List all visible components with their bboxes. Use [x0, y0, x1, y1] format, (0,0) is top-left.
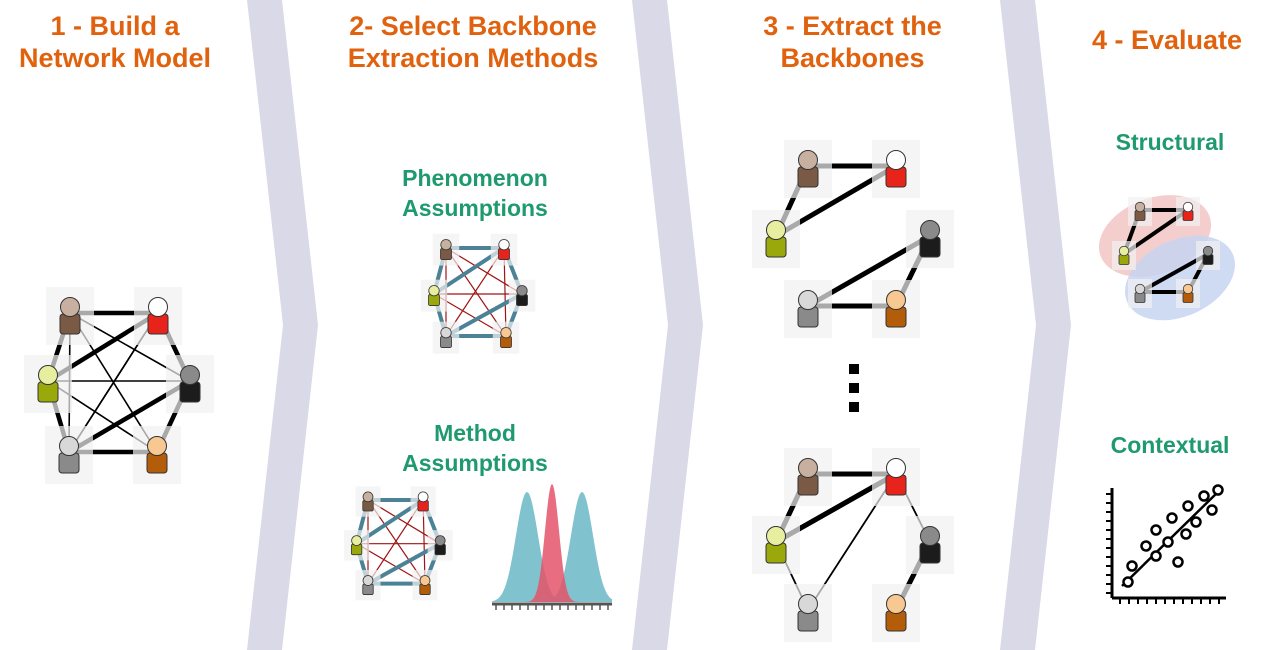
- gray-person-icon: [784, 280, 832, 338]
- brown-person-icon: [1128, 197, 1152, 226]
- scatter-point: [1122, 576, 1134, 588]
- scatter-point: [1172, 556, 1184, 568]
- scatter-point: [1182, 500, 1194, 512]
- scatter-point: [1206, 504, 1218, 516]
- step-1-title: 1 - Build a Network Model: [18, 11, 212, 73]
- olive-person-icon: [420, 279, 448, 312]
- red-person-icon: [1176, 197, 1200, 226]
- backbone-1-edge: [773, 163, 899, 239]
- method-assumptions-label: Method Assumptions: [402, 420, 548, 476]
- step-2-title: 2- Select Backbone Extraction Methods: [347, 11, 599, 73]
- scatter-point: [1212, 484, 1224, 496]
- gray-person-icon: [784, 584, 832, 642]
- scatter-point: [1126, 560, 1138, 572]
- ellipsis-dot: [849, 383, 859, 393]
- red-person-icon: [872, 140, 920, 198]
- scatter-point: [1140, 540, 1152, 552]
- step-arrow-3: [1000, 0, 1071, 650]
- red-person-icon: [410, 486, 436, 517]
- scatter-point: [1180, 528, 1192, 540]
- step-arrow-2: [632, 0, 703, 650]
- extra-glyphs: [492, 364, 1226, 610]
- orange-person-icon: [872, 584, 920, 642]
- olive-person-icon: [24, 355, 72, 413]
- step-arrow-1: [247, 0, 318, 650]
- black-person-icon: [1196, 241, 1220, 270]
- black-person-icon: [166, 355, 214, 413]
- brown-person-icon: [784, 140, 832, 198]
- structural-label: Structural: [1115, 129, 1225, 155]
- distribution-teal-left: [492, 492, 612, 602]
- scatter-point: [1190, 516, 1202, 528]
- gray-person-icon: [432, 321, 460, 354]
- scatter-point: [1150, 550, 1162, 562]
- network-nodes: [24, 140, 1220, 642]
- brown-person-icon: [355, 486, 381, 517]
- red-person-icon: [872, 448, 920, 506]
- community-groups: [1098, 195, 1235, 321]
- orange-person-icon: [1176, 279, 1200, 308]
- step-arrows: [247, 0, 1071, 650]
- step-4-title: 4 - Evaluate: [1091, 25, 1243, 55]
- gray-person-icon: [1128, 279, 1152, 308]
- brown-person-icon: [46, 287, 94, 345]
- black-person-icon: [906, 210, 954, 268]
- black-person-icon: [508, 279, 536, 312]
- olive-person-icon: [344, 530, 370, 561]
- scatter-point: [1198, 490, 1210, 502]
- distribution-teal-right: [492, 492, 612, 602]
- structural-edge: [1138, 252, 1210, 294]
- scatter-point: [1166, 512, 1178, 524]
- olive-person-icon: [1112, 241, 1136, 270]
- olive-person-icon: [752, 516, 800, 574]
- brown-person-icon: [784, 448, 832, 506]
- contextual-label: Contextual: [1110, 432, 1230, 458]
- gray-person-icon: [45, 426, 93, 484]
- ellipsis-dot: [849, 402, 859, 412]
- orange-person-icon: [492, 321, 520, 354]
- red-person-icon: [134, 287, 182, 345]
- black-person-icon: [427, 530, 453, 561]
- vertical-ellipsis-icon: [849, 364, 859, 412]
- distribution-curves-icon: [492, 484, 612, 610]
- red-person-icon: [490, 233, 518, 266]
- phenomenon-assumptions-label: Phenomenon Assumptions: [402, 165, 548, 221]
- orange-person-icon: [412, 570, 438, 601]
- scatter-point: [1162, 536, 1174, 548]
- scatter-point: [1150, 524, 1162, 536]
- brown-person-icon: [432, 233, 460, 266]
- backbone-1-edge: [805, 233, 933, 309]
- step-3-title: 3 - Extract the Backbones: [763, 11, 942, 73]
- scatter-plot-icon: [1106, 484, 1226, 604]
- gray-person-icon: [355, 570, 381, 601]
- distribution-red: [492, 484, 612, 602]
- structural-edge: [1122, 208, 1190, 256]
- olive-person-icon: [752, 210, 800, 268]
- black-person-icon: [906, 516, 954, 574]
- orange-person-icon: [872, 280, 920, 338]
- ellipsis-dot: [849, 364, 859, 374]
- orange-person-icon: [133, 426, 181, 484]
- scatter-trend-line: [1121, 487, 1223, 587]
